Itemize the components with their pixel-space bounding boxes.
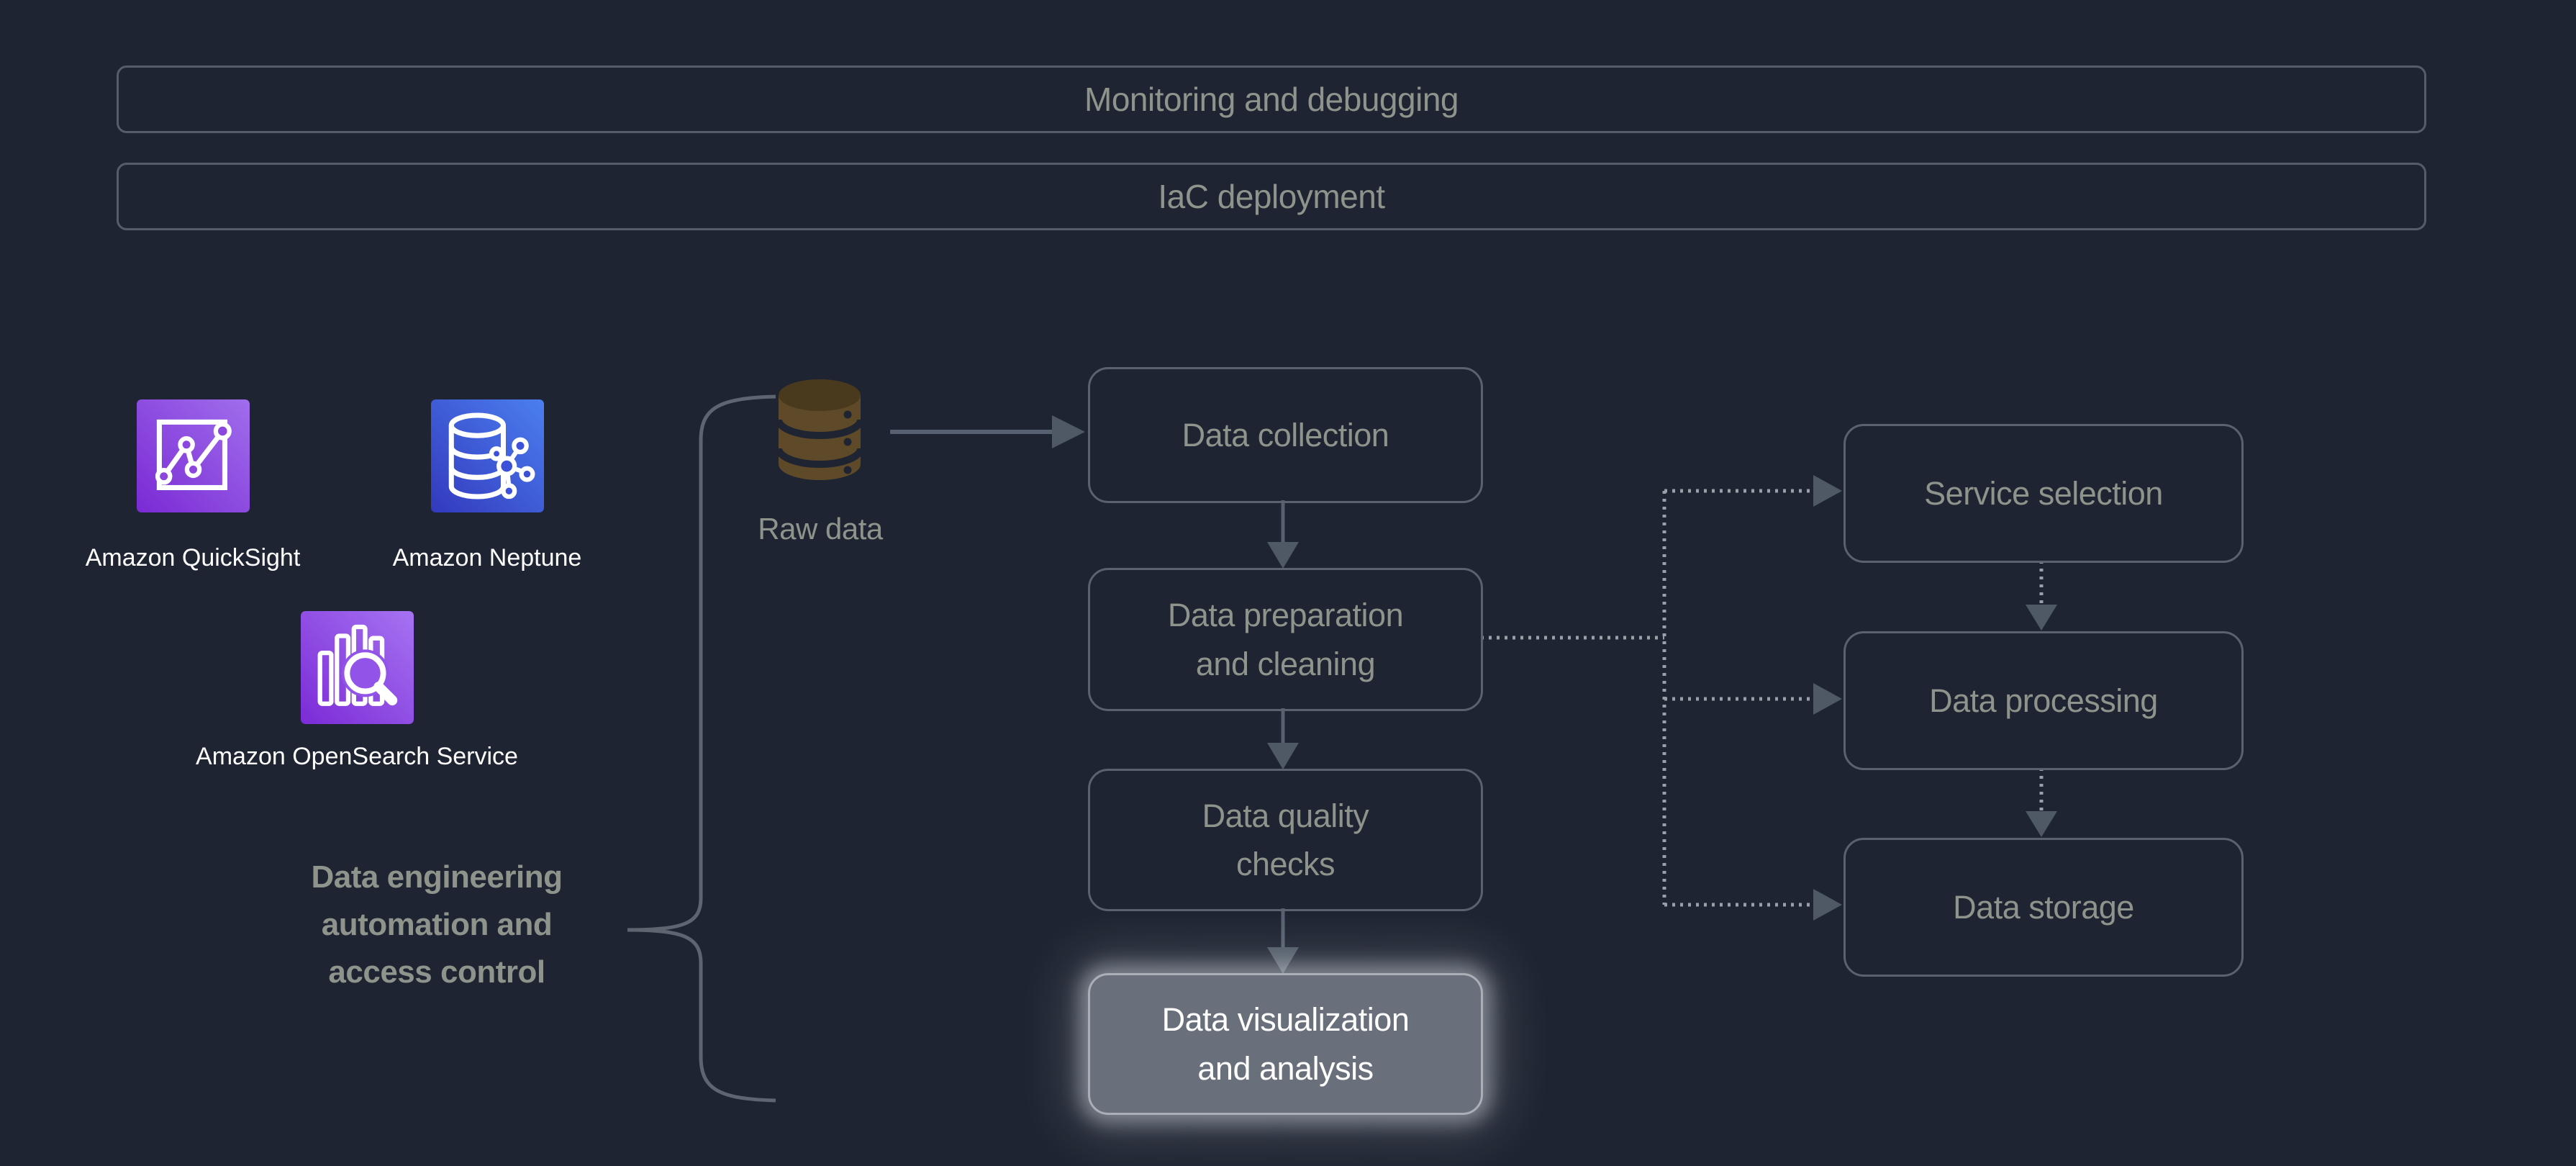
node-data-storage: Data storage: [1843, 838, 2244, 977]
service-amazon-opensearch: Amazon OpenSearch Service: [170, 611, 544, 771]
service-amazon-neptune: Amazon Neptune: [350, 399, 624, 572]
solid-arrows: [890, 430, 1285, 950]
banner-label: IaC deployment: [1158, 178, 1385, 215]
quicksight-chart-icon: [136, 399, 250, 512]
neptune-graph-database-icon: [430, 399, 544, 512]
group-label-line: automation and: [321, 907, 553, 942]
group-brace: [627, 394, 776, 1103]
service-label: Amazon Neptune: [392, 544, 582, 571]
node-label: Data quality: [1202, 797, 1369, 834]
database-cylinder-icon: [775, 379, 864, 480]
service-amazon-quicksight: Amazon QuickSight: [42, 399, 344, 572]
service-label: Amazon OpenSearch Service: [196, 743, 518, 770]
opensearch-bars-magnifier-icon: [300, 611, 414, 724]
node-label: Data visualization: [1161, 1001, 1410, 1038]
node-data-quality-checks: Data quality checks: [1088, 769, 1483, 911]
node-data-collection: Data collection: [1088, 367, 1483, 503]
group-label-data-engineering: Data engineering automation and access c…: [163, 854, 710, 996]
node-data-preparation-and-cleaning: Data preparation and cleaning: [1088, 568, 1483, 711]
node-label: Service selection: [1924, 474, 2163, 512]
raw-data-label: Raw data: [758, 512, 883, 546]
banner-label: Monitoring and debugging: [1084, 81, 1459, 118]
dotted-connectors: [1481, 489, 2044, 907]
node-label: Data processing: [1929, 682, 2158, 719]
banner-iac-deployment: IaC deployment: [117, 163, 2426, 230]
banner-monitoring-and-debugging: Monitoring and debugging: [117, 65, 2426, 133]
group-label-line: Data engineering: [311, 859, 563, 895]
solid-arrowheads: [1052, 415, 1299, 974]
node-label: Data collection: [1182, 416, 1389, 453]
dotted-arrowheads: [1813, 475, 2057, 921]
node-data-visualization-and-analysis[interactable]: Data visualization and analysis: [1088, 973, 1483, 1115]
node-label: Data storage: [1953, 888, 2134, 926]
service-label: Amazon QuickSight: [85, 544, 301, 571]
node-service-selection: Service selection: [1843, 424, 2244, 563]
node-label: and cleaning: [1195, 645, 1376, 682]
node-label: Data preparation: [1167, 597, 1404, 633]
node-label: checks: [1235, 846, 1335, 882]
node-label: and analysis: [1197, 1049, 1374, 1087]
group-label-line: access control: [328, 954, 545, 990]
node-data-processing: Data processing: [1843, 631, 2244, 770]
